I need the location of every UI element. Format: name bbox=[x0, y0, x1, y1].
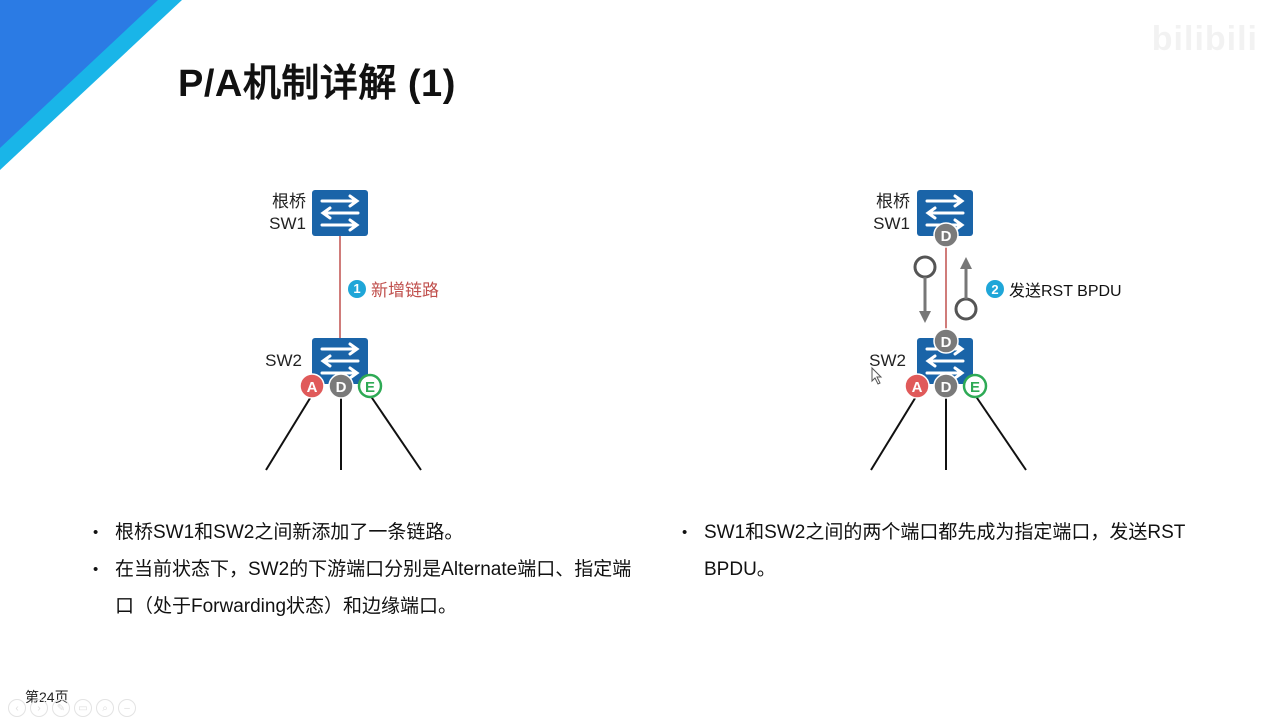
bilibili-watermark: bilibili bbox=[1151, 20, 1258, 58]
bullet-item: •根桥SW1和SW2之间新添加了一条链路。 bbox=[93, 522, 464, 543]
right-bullet-list: •SW1和SW2之间的两个端口都先成为指定端口，发送RST BPDU。 bbox=[682, 514, 1202, 588]
step-1-text: 新增链路 bbox=[371, 281, 439, 300]
svg-text:E: E bbox=[970, 379, 980, 396]
left-sw1-label: 根桥 SW1 bbox=[262, 191, 306, 235]
step-1-note: 1 新增链路 bbox=[348, 276, 439, 301]
zoom-icon[interactable]: ⌕ bbox=[96, 699, 114, 717]
svg-text:E: E bbox=[365, 379, 375, 396]
port-edge-icon: E bbox=[357, 373, 383, 399]
root-bridge-label: 根桥 bbox=[272, 192, 306, 211]
root-bridge-label-right: 根桥 bbox=[876, 192, 910, 211]
port-alternate-icon-right: A bbox=[904, 373, 930, 399]
sw2-up-port-designated-icon: D bbox=[933, 328, 959, 354]
slide-title: P/A机制详解 (1) bbox=[178, 63, 456, 105]
svg-text:D: D bbox=[336, 379, 347, 396]
corner-decoration bbox=[0, 0, 182, 170]
svg-text:D: D bbox=[941, 228, 952, 245]
port-alternate-icon: A bbox=[299, 373, 325, 399]
left-bullet-list: •根桥SW1和SW2之间新添加了一条链路。 •在当前状态下，SW2的下游端口分别… bbox=[93, 514, 638, 625]
right-sw2-label: SW2 bbox=[869, 351, 906, 370]
sw1-port-designated-icon: D bbox=[933, 222, 959, 248]
step-2-note: 2 发送RST BPDU bbox=[986, 277, 1122, 301]
left-sw2-label: SW2 bbox=[265, 351, 302, 370]
step-1-badge: 1 bbox=[348, 279, 366, 298]
slideshow-controls: ‹ › ✎ ▭ ⌕ – bbox=[8, 699, 136, 717]
sw1-switch-icon bbox=[310, 188, 370, 238]
sw1-label-right: SW1 bbox=[873, 214, 910, 233]
mouse-cursor-icon bbox=[871, 366, 883, 385]
step-2-badge: 2 bbox=[986, 280, 1004, 298]
more-icon[interactable]: – bbox=[118, 699, 136, 717]
pen-icon[interactable]: ✎ bbox=[52, 699, 70, 717]
svg-text:A: A bbox=[912, 379, 923, 396]
sw1-label: SW1 bbox=[269, 214, 306, 233]
port-designated-icon-right: D bbox=[933, 373, 959, 399]
svg-text:D: D bbox=[941, 379, 952, 396]
port-designated-icon: D bbox=[328, 373, 354, 399]
right-sw1-label: 根桥 SW1 bbox=[866, 191, 910, 235]
port-edge-icon-right: E bbox=[962, 373, 988, 399]
svg-text:A: A bbox=[307, 379, 318, 396]
step-2-text: 发送RST BPDU bbox=[1009, 283, 1122, 300]
slides-icon[interactable]: ▭ bbox=[74, 699, 92, 717]
prev-icon[interactable]: ‹ bbox=[8, 699, 26, 717]
next-icon[interactable]: › bbox=[30, 699, 48, 717]
bullet-item: •SW1和SW2之间的两个端口都先成为指定端口，发送RST BPDU。 bbox=[682, 522, 1186, 580]
bpdu-up-arrow-icon bbox=[954, 257, 978, 321]
bpdu-down-arrow-icon bbox=[913, 255, 937, 323]
svg-text:D: D bbox=[941, 334, 952, 351]
bullet-item: •在当前状态下，SW2的下游端口分别是Alternate端口、指定端口（处于Fo… bbox=[93, 559, 632, 617]
